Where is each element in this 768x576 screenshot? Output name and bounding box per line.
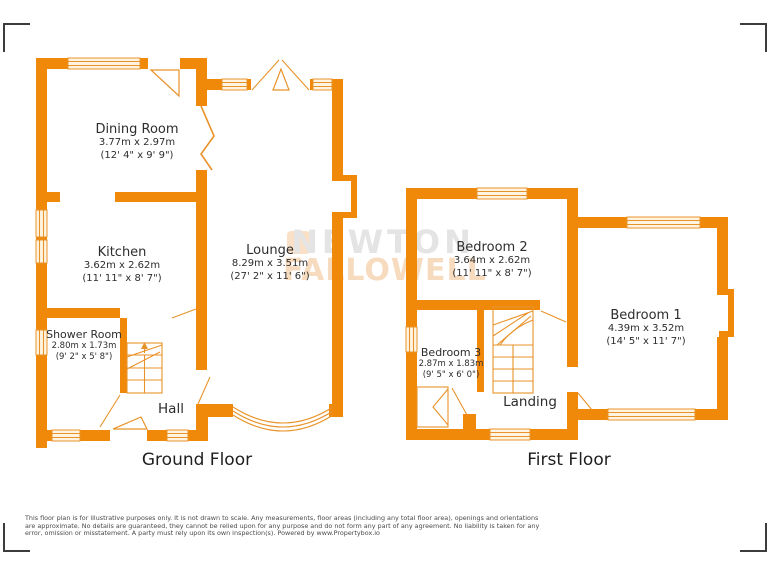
room-dim-metric: 3.62m x 2.62m: [83, 260, 161, 271]
room-dim-metric: 8.29m x 3.51m: [231, 258, 309, 269]
disclaimer-text: This floor plan is for illustrative purp…: [25, 514, 540, 538]
room-name: Shower Room: [46, 328, 122, 341]
ground-floor-stairs: [126, 342, 163, 394]
watermark-line2: FALLOWELL: [283, 253, 487, 288]
cropmark-top-left-icon: [3, 23, 30, 52]
window: [626, 216, 701, 229]
room-dim-imperial: (11' 11" x 8' 7"): [82, 272, 162, 284]
room-name: Bedroom 3: [420, 346, 482, 359]
window: [166, 429, 189, 442]
first-floor-title: First Floor: [527, 450, 611, 470]
room-label-bedroom3: Bedroom 3 2.87m x 1.83m (9' 5" x 6' 0"): [391, 346, 511, 381]
window: [67, 57, 141, 70]
window: [476, 187, 528, 200]
shower-door-leaf: [99, 394, 121, 428]
watermark-line1: NEWTON: [291, 223, 475, 261]
room-label-bedroom1: Bedroom 1 4.39m x 3.52m (14' 5" x 11' 7"…: [576, 308, 716, 348]
room-name: Bedroom 2: [456, 240, 528, 255]
bedroom2-door-leaf: [540, 310, 567, 323]
room-dim-imperial: (14' 5" x 11' 7"): [606, 335, 686, 347]
ground-floor-plan: [35, 57, 357, 448]
watermark-logo-icon: [287, 231, 310, 254]
cropmark-bottom-left-icon: [3, 523, 30, 552]
first-floor-stairs: [492, 306, 534, 394]
room-dim-metric: 4.39m x 3.52m: [607, 323, 685, 334]
watermark: NEWTON FALLOWELL: [283, 223, 487, 288]
room-dim-imperial: (9' 2" x 5' 8"): [55, 352, 113, 363]
french-door-center: [272, 67, 290, 91]
cropmark-top-right-icon: [740, 23, 767, 52]
first-floor-openings: [416, 310, 593, 428]
room-dim-metric: 3.64m x 2.62m: [453, 255, 531, 266]
dining-door-leaf: [149, 69, 180, 98]
room-label-shower: Shower Room 2.80m x 1.73m (9' 2" x 5' 8"…: [24, 328, 144, 363]
kitchen-hall-door-leaf: [171, 308, 197, 319]
window: [221, 78, 248, 91]
room-name: Dining Room: [95, 122, 179, 137]
window: [405, 326, 418, 353]
room-label-hall: Hall: [131, 401, 211, 417]
window: [35, 209, 48, 238]
ground-floor-title: Ground Floor: [141, 450, 253, 470]
first-floor-windows: [405, 187, 701, 441]
bedroom1-door-leaf: [577, 392, 593, 411]
lounge-door-leaf: [197, 376, 211, 405]
room-dim-imperial: (27' 2" x 11' 6"): [230, 270, 310, 282]
room-name: Kitchen: [97, 245, 147, 260]
room-dim-imperial: (12' 4" x 9' 9"): [100, 149, 174, 161]
room-dim-imperial: (11' 11" x 8' 7"): [452, 267, 532, 279]
room-dim-imperial: (9' 5" x 6' 0"): [422, 370, 480, 381]
archway-splay: [200, 105, 215, 171]
cropmark-bottom-right-icon: [740, 523, 767, 552]
window: [35, 329, 48, 356]
bedroom3-cupboard: [416, 386, 449, 428]
bedroom3-door-leaf: [451, 387, 468, 416]
ground-floor-openings: [99, 59, 334, 432]
room-dim-metric: 3.77m x 2.97m: [98, 137, 176, 148]
front-door-leaf: [112, 416, 148, 430]
window: [51, 429, 81, 442]
ground-floor-windows: [35, 57, 333, 442]
window: [489, 428, 531, 441]
room-name: Bedroom 1: [610, 308, 682, 323]
window: [35, 239, 48, 264]
room-label-dining: Dining Room 3.77m x 2.97m (12' 4" x 9' 9…: [67, 122, 207, 162]
room-name: Landing: [503, 394, 557, 410]
room-name: Lounge: [246, 243, 294, 258]
french-door-right-leaf: [281, 59, 310, 91]
room-dim-metric: 2.80m x 1.73m: [51, 341, 117, 351]
bay-window-glazing: [232, 406, 334, 432]
room-label-landing: Landing: [490, 394, 570, 410]
room-label-kitchen: Kitchen 3.62m x 2.62m (11' 11" x 8' 7"): [52, 245, 192, 285]
room-name: Hall: [158, 401, 184, 417]
window: [312, 78, 333, 91]
room-dim-metric: 2.87m x 1.83m: [418, 359, 484, 369]
first-floor-plan: [405, 187, 734, 441]
room-label-bedroom2: Bedroom 2 3.64m x 2.62m (11' 11" x 8' 7"…: [422, 240, 562, 280]
window: [607, 408, 696, 421]
french-door-left-leaf: [251, 59, 280, 91]
room-label-lounge: Lounge 8.29m x 3.51m (27' 2" x 11' 6"): [200, 243, 340, 283]
